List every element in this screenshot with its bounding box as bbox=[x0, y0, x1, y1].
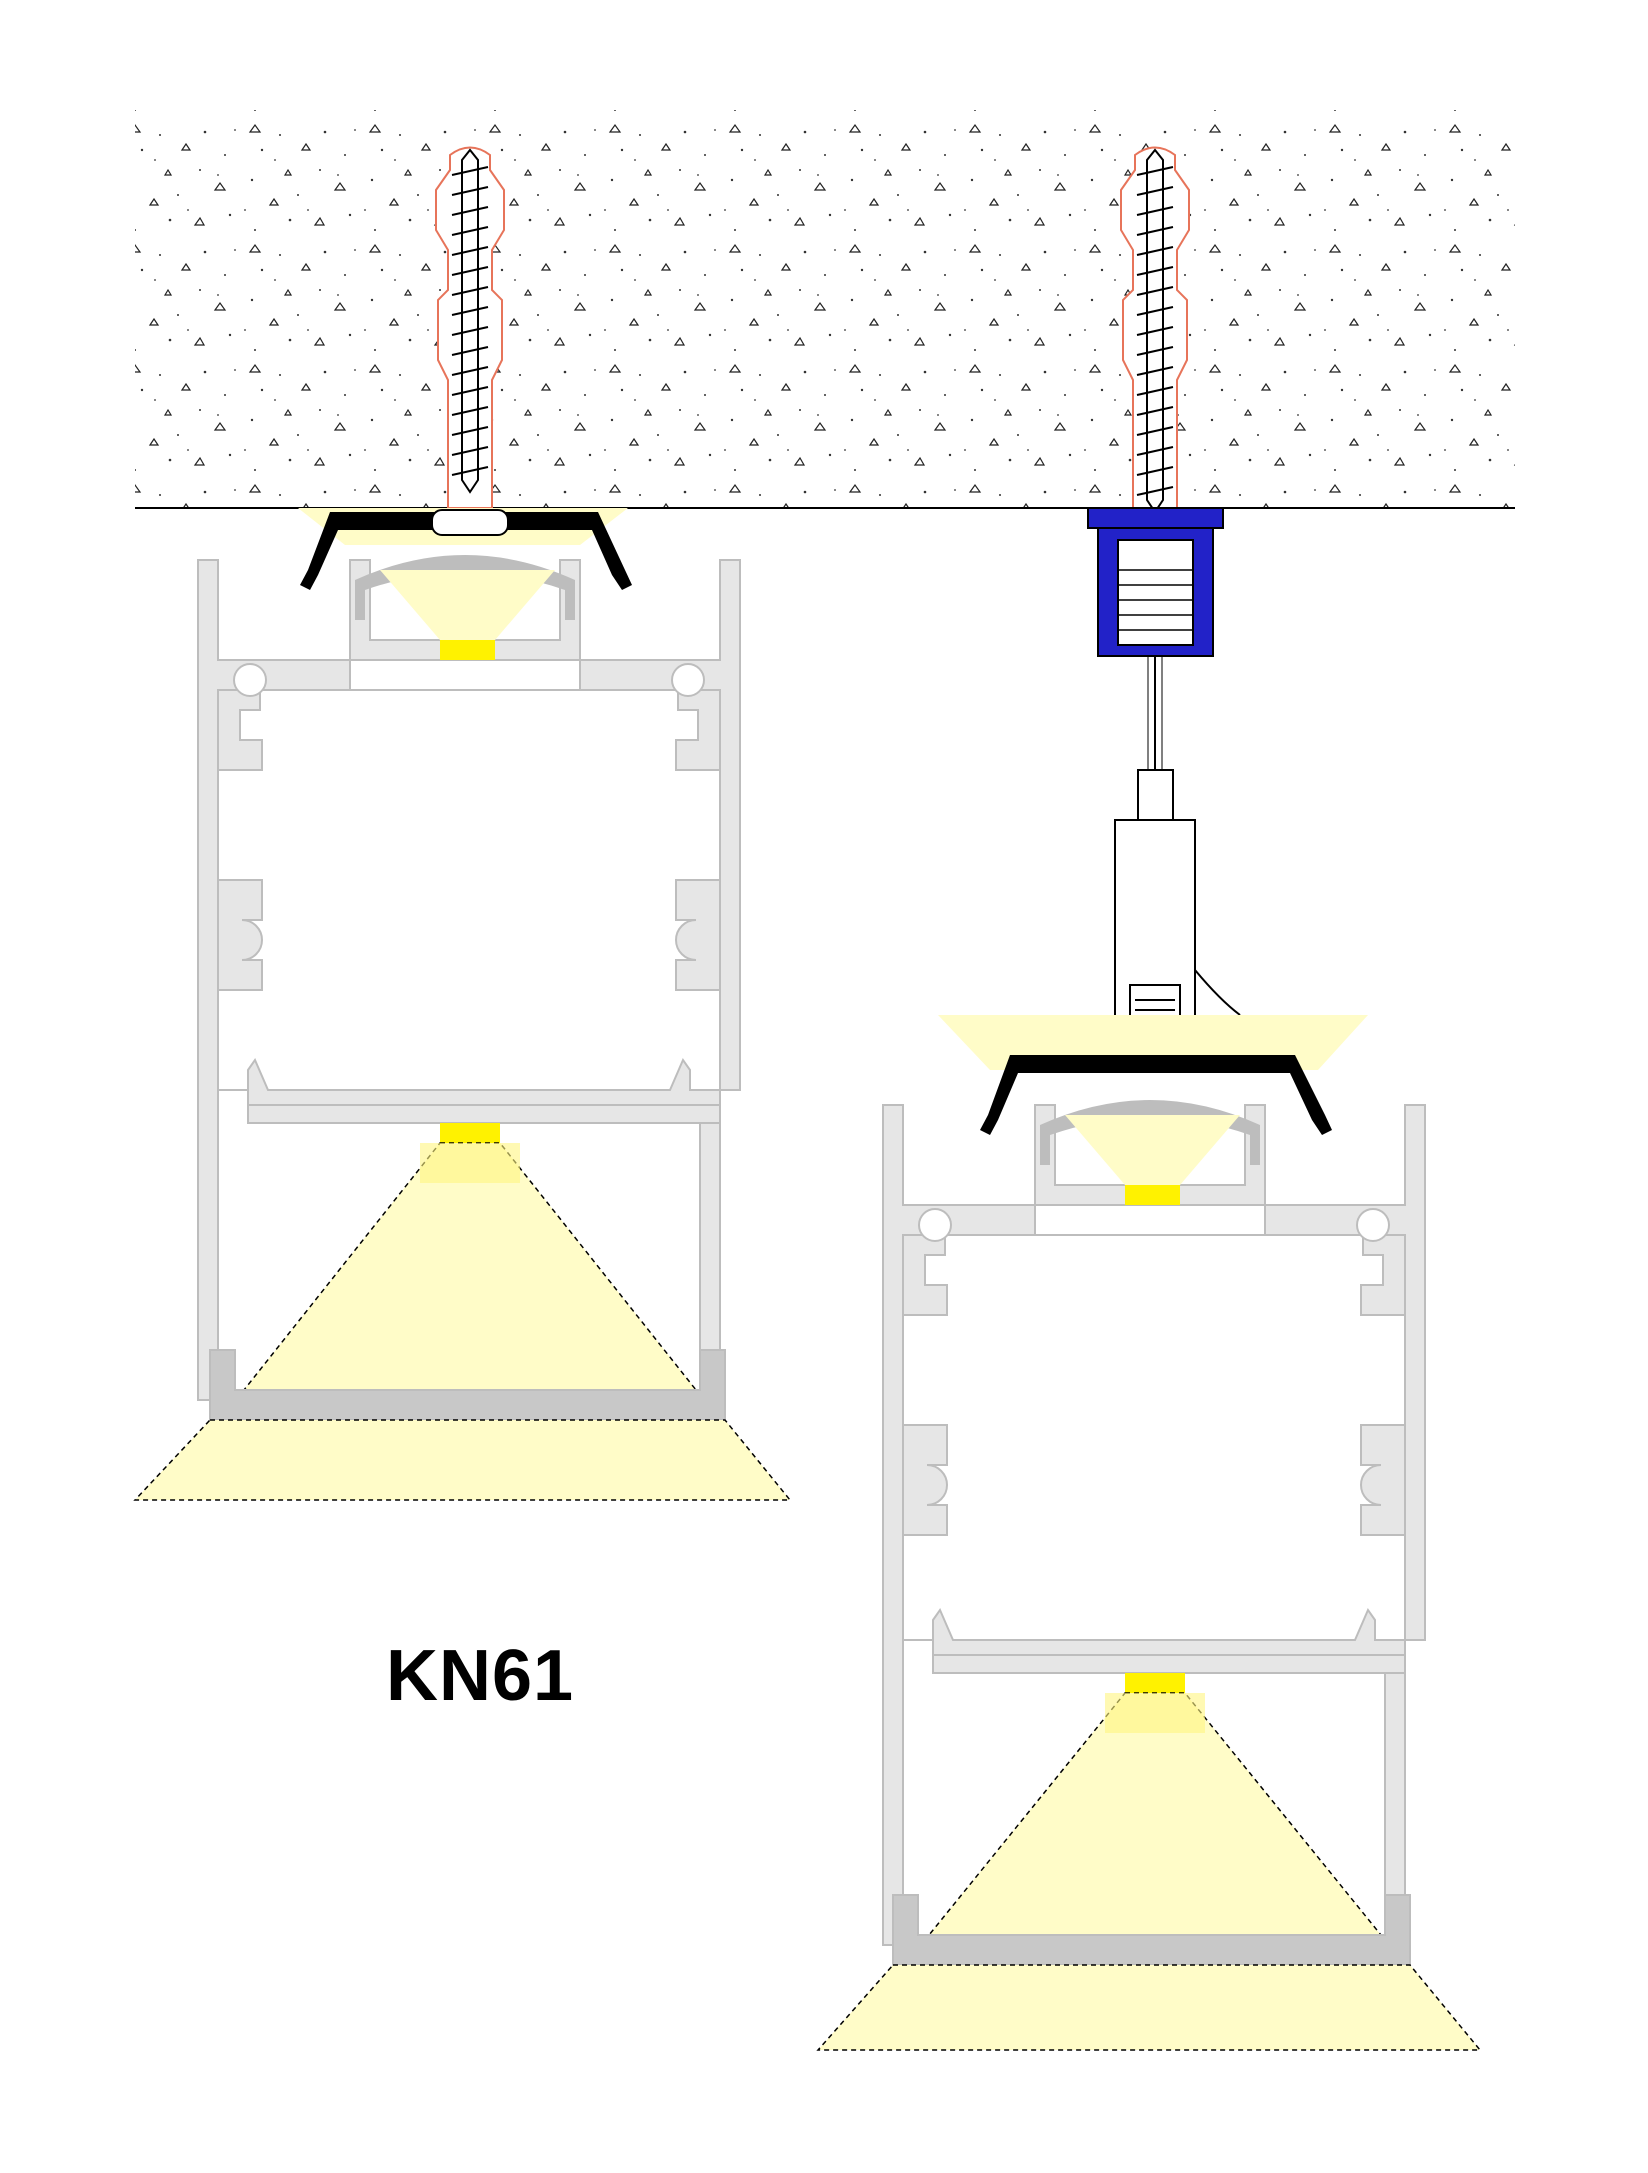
left-led-strip bbox=[440, 1123, 500, 1143]
product-code-label: KN61 bbox=[385, 1636, 575, 1716]
ceiling-cup bbox=[1087, 507, 1224, 657]
left-upper-led bbox=[440, 640, 495, 660]
left-surface-mounted-profile bbox=[133, 508, 792, 1501]
concrete-ceiling bbox=[135, 110, 1515, 509]
right-screw bbox=[1136, 148, 1174, 514]
left-upper-light-cone bbox=[380, 570, 555, 640]
right-outer-light-beam bbox=[816, 1964, 1482, 2051]
right-upper-led bbox=[1125, 1185, 1180, 1205]
left-outer-light-beam bbox=[133, 1419, 792, 1501]
left-screw bbox=[451, 148, 489, 494]
right-suspended-profile bbox=[816, 507, 1482, 2051]
right-led-strip bbox=[1125, 1673, 1185, 1693]
right-mounting-clip bbox=[980, 1055, 1332, 1135]
right-upper-light-cone bbox=[1065, 1115, 1240, 1185]
